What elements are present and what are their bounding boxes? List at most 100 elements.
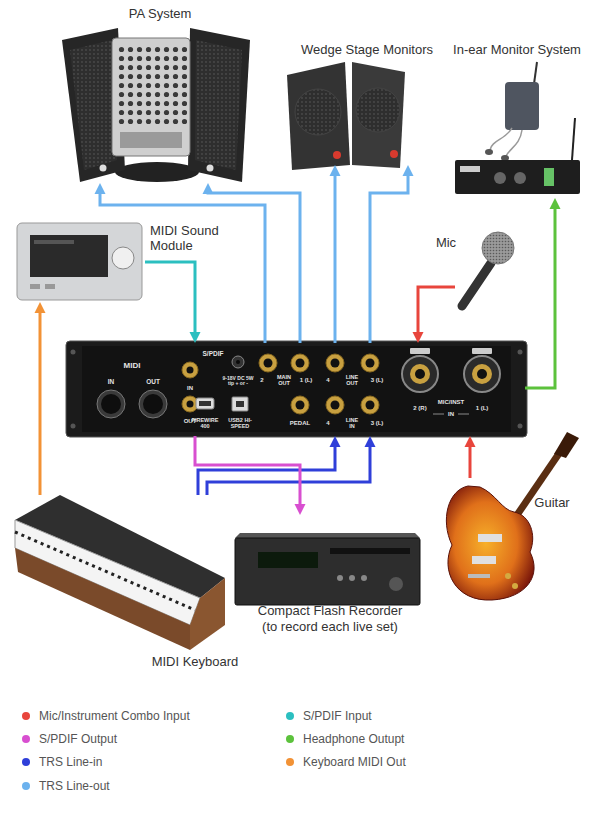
module-button bbox=[30, 284, 40, 289]
guitar-body bbox=[446, 486, 534, 600]
signal-arrow bbox=[35, 302, 46, 495]
guitar-knob bbox=[512, 583, 518, 589]
keyboard-front bbox=[15, 548, 190, 650]
pa-faders bbox=[120, 132, 182, 148]
wedge-speaker bbox=[287, 62, 350, 170]
device-node: Guitar bbox=[440, 478, 580, 603]
trs-hole bbox=[331, 359, 340, 368]
wedge-speaker bbox=[352, 62, 405, 168]
panel-label: 2 (R) bbox=[413, 405, 426, 411]
device-label: Wedge Stage Monitors bbox=[301, 43, 433, 58]
legend-item: Mic/Instrument Combo Input bbox=[22, 708, 190, 724]
bodypack-antenna bbox=[534, 62, 537, 84]
recorder-button bbox=[349, 575, 355, 581]
combo-ring bbox=[472, 364, 492, 384]
usb-slot bbox=[236, 401, 244, 407]
panel-label: 1 (L) bbox=[476, 405, 489, 411]
panel-label: MIC/INST bbox=[438, 399, 464, 405]
signal-line bbox=[198, 445, 335, 495]
trs-hole bbox=[331, 401, 340, 410]
trs-jack bbox=[326, 396, 344, 414]
module-button bbox=[45, 284, 55, 289]
legend-swatch bbox=[22, 758, 30, 766]
signal-line bbox=[334, 174, 337, 343]
power-jack bbox=[232, 356, 244, 368]
legend-swatch bbox=[286, 735, 294, 743]
signal-arrow bbox=[465, 436, 476, 478]
legend-item: Keyboard MIDI Out bbox=[286, 754, 406, 770]
panel-label: IN bbox=[187, 385, 193, 391]
signal-line bbox=[207, 445, 370, 495]
signal-line bbox=[145, 262, 195, 334]
panel-label: OUT bbox=[146, 379, 160, 386]
legend-text: Mic/Instrument Combo Input bbox=[39, 709, 190, 723]
recorder-knob bbox=[389, 577, 403, 591]
panel-label: 9-18V DC 5W tip + or - bbox=[220, 376, 256, 387]
device-node: MIDIINOUTS/PDIFINOUT9-18V DC 5W tip + or… bbox=[68, 343, 525, 436]
panel-label: USB2 HI-SPEED bbox=[224, 418, 256, 430]
legend-text: TRS Line-in bbox=[39, 755, 102, 769]
bodypack bbox=[505, 82, 539, 130]
device-node: MIDI Keyboard bbox=[15, 495, 230, 675]
rca-hole bbox=[187, 367, 194, 374]
interface-case bbox=[66, 341, 527, 437]
combo-ring bbox=[410, 364, 430, 384]
signal-line bbox=[100, 192, 265, 343]
panel-label: 2 bbox=[260, 377, 263, 383]
device-label: Compact Flash Recorder bbox=[258, 604, 403, 619]
signal-arrow bbox=[370, 165, 414, 343]
device-label: Guitar bbox=[534, 496, 569, 511]
usb-port bbox=[232, 397, 248, 411]
arrow-head bbox=[35, 302, 46, 313]
panel-label: 4 bbox=[326, 420, 329, 426]
rack-hole bbox=[518, 424, 523, 429]
mic-handle bbox=[462, 263, 491, 306]
pa-stand bbox=[115, 162, 199, 182]
panel-label: PEDAL bbox=[290, 420, 310, 426]
pa-logo bbox=[100, 165, 107, 172]
panel-label: MIDI bbox=[124, 362, 141, 370]
earphone bbox=[485, 149, 493, 155]
device-label: (to record each live set) bbox=[262, 620, 398, 635]
mic-head bbox=[482, 232, 514, 264]
legend-text: Keyboard MIDI Out bbox=[303, 755, 406, 769]
legend-text: Headphone Outupt bbox=[303, 732, 404, 746]
din-socket bbox=[101, 394, 121, 414]
receiver-meter bbox=[544, 168, 554, 186]
wedge-cone bbox=[295, 89, 341, 135]
panel-label: S/PDIF bbox=[203, 351, 224, 358]
keyboard-endcap bbox=[190, 578, 225, 650]
recorder-top bbox=[235, 533, 420, 538]
pa-mixer bbox=[112, 38, 190, 156]
trs-jack bbox=[291, 354, 309, 372]
guitar-pickup bbox=[472, 556, 496, 564]
trs-jack bbox=[291, 396, 309, 414]
rack-hole bbox=[71, 350, 76, 355]
trs-hole bbox=[264, 359, 273, 368]
arrow-head bbox=[190, 332, 201, 343]
pa-knobs bbox=[116, 46, 187, 128]
legend-item: TRS Line-in bbox=[22, 754, 102, 770]
panel-label: 3 (L) bbox=[371, 377, 384, 383]
module-screen bbox=[30, 235, 108, 277]
legend-item: Headphone Outupt bbox=[286, 731, 404, 747]
rack-hole bbox=[518, 350, 523, 355]
arrow-head bbox=[330, 436, 341, 447]
signal-line bbox=[370, 174, 408, 343]
arrow-head bbox=[403, 165, 414, 176]
panel-label: MAIN OUT bbox=[275, 375, 293, 387]
receiver-antenna bbox=[572, 118, 575, 160]
arrow-head bbox=[550, 198, 561, 209]
recorder-case bbox=[235, 538, 420, 605]
receiver-knob bbox=[514, 172, 526, 184]
wedge-logo bbox=[390, 150, 398, 158]
legend-swatch bbox=[286, 712, 294, 720]
pa-logo bbox=[207, 165, 214, 172]
legend-swatch bbox=[22, 712, 30, 720]
module-screen-line bbox=[34, 240, 74, 244]
recorder-display bbox=[258, 552, 318, 568]
panel-label: LINE IN bbox=[343, 418, 361, 430]
panel-label: 4 bbox=[326, 377, 329, 383]
arrow-head bbox=[413, 332, 424, 343]
trs-jack bbox=[326, 354, 344, 372]
